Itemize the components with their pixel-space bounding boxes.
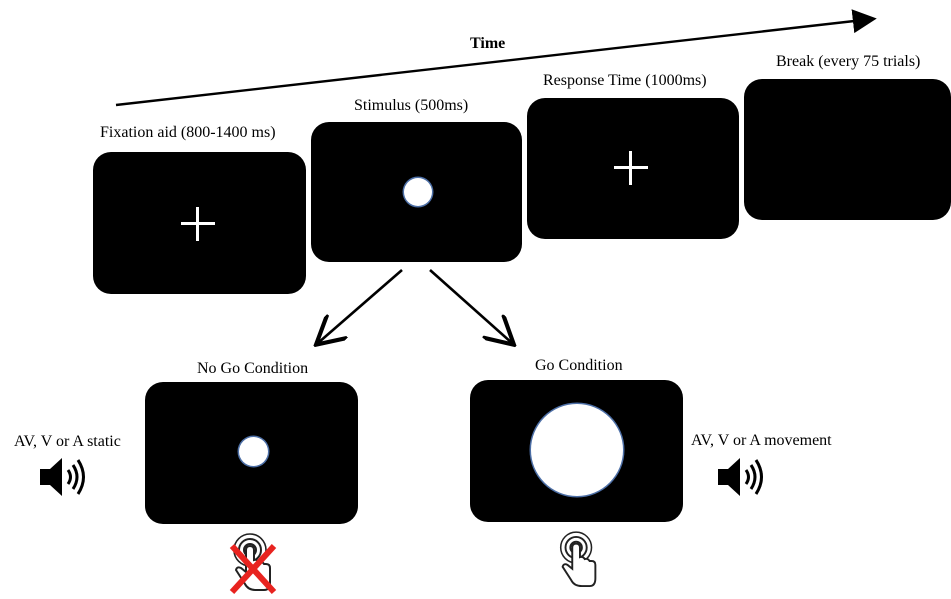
fixation-cross-icon: .cross.c1::before { left:15px; top:0; wi… [181, 207, 215, 241]
fixation-screen: .cross.c1::before { left:15px; top:0; wi… [93, 152, 306, 294]
stage-label-break: Break (every 75 trials) [776, 53, 921, 70]
stage-label-fixation: Fixation aid (800-1400 ms) [100, 124, 276, 141]
stage-label-stimulus: Stimulus (500ms) [354, 97, 469, 114]
stage-label-response-time: Response Time (1000ms) [543, 72, 707, 89]
go-condition-label: Go Condition [535, 357, 623, 374]
touch-icon [559, 531, 597, 587]
no-go-screen [145, 382, 358, 524]
no-go-condition-label: No Go Condition [197, 360, 309, 377]
stimulus-screen [311, 122, 522, 262]
stimulus-dot [404, 178, 432, 206]
go-screen [470, 380, 683, 522]
branch-arrow-no-go [318, 269, 403, 343]
response-cross-icon [614, 151, 648, 185]
no-go-stimulus-dot [239, 437, 268, 466]
break-screen [744, 79, 951, 220]
speaker-icon [718, 458, 763, 496]
no-go-side-label: AV, V or A static [14, 433, 121, 450]
time-arrow [115, 9, 877, 107]
speaker-icon [40, 458, 85, 496]
go-side-label: AV, V or A movement [691, 432, 832, 449]
time-axis-label: Time [470, 35, 506, 52]
response-time-screen [527, 98, 739, 239]
branch-arrow-go [429, 269, 512, 343]
go-stimulus-dot [531, 404, 623, 496]
touch-crossed-icon [229, 533, 277, 595]
